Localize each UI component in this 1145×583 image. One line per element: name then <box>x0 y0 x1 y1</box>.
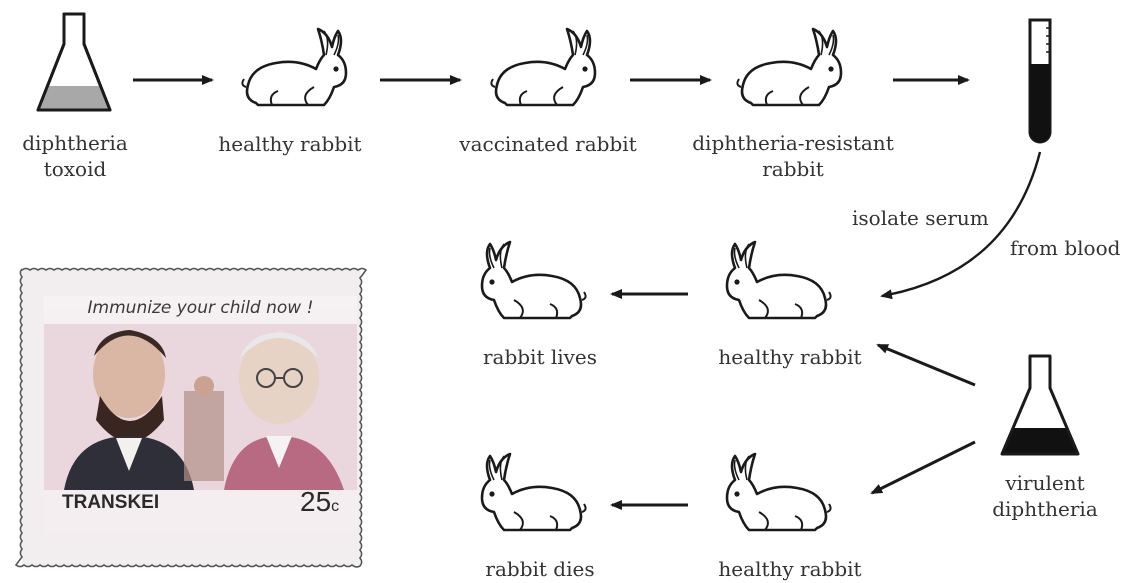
label-isolate-serum: isolate serum <box>852 205 1002 231</box>
label-rabbit-lives: rabbit lives <box>465 344 615 370</box>
label-virulent-diphtheria: virulent diphtheria <box>975 470 1115 522</box>
stamp-illustration: Immunize your child now ! TRANSKEI 25c <box>44 296 357 534</box>
rabbit-icon <box>478 450 590 542</box>
label-rabbit-dies: rabbit dies <box>465 556 615 582</box>
arrow-virulent-to-healthy-mid <box>878 345 975 385</box>
stamp-value: 25c <box>300 486 339 518</box>
virulent-flask-icon <box>998 350 1082 462</box>
arrow-virulent-to-healthy-bottom <box>872 442 975 493</box>
stamp-country: TRANSKEI <box>62 492 159 514</box>
rabbit-icon <box>723 450 835 542</box>
label-diphtheria-resistant-rabbit: diphtheria-resistant rabbit <box>673 130 913 182</box>
rabbit-icon <box>478 238 590 330</box>
rabbit-shape <box>242 29 346 105</box>
label-from-blood: from blood <box>1010 235 1145 261</box>
label-healthy-rabbit-mid: healthy rabbit <box>700 344 880 370</box>
label-vaccinated-rabbit: vaccinated rabbit <box>443 131 653 157</box>
rabbit-icon <box>238 25 350 117</box>
serum-tube-icon <box>1022 14 1058 154</box>
label-healthy-rabbit-bottom: healthy rabbit <box>700 556 880 582</box>
rabbit-icon <box>487 25 599 117</box>
toxoid-flask-icon <box>34 8 114 118</box>
rabbit-icon <box>723 238 835 330</box>
rabbit-icon <box>733 25 845 117</box>
label-healthy-rabbit-top: healthy rabbit <box>200 131 380 157</box>
label-diphtheria-toxoid: diphtheria toxoid <box>10 130 140 182</box>
